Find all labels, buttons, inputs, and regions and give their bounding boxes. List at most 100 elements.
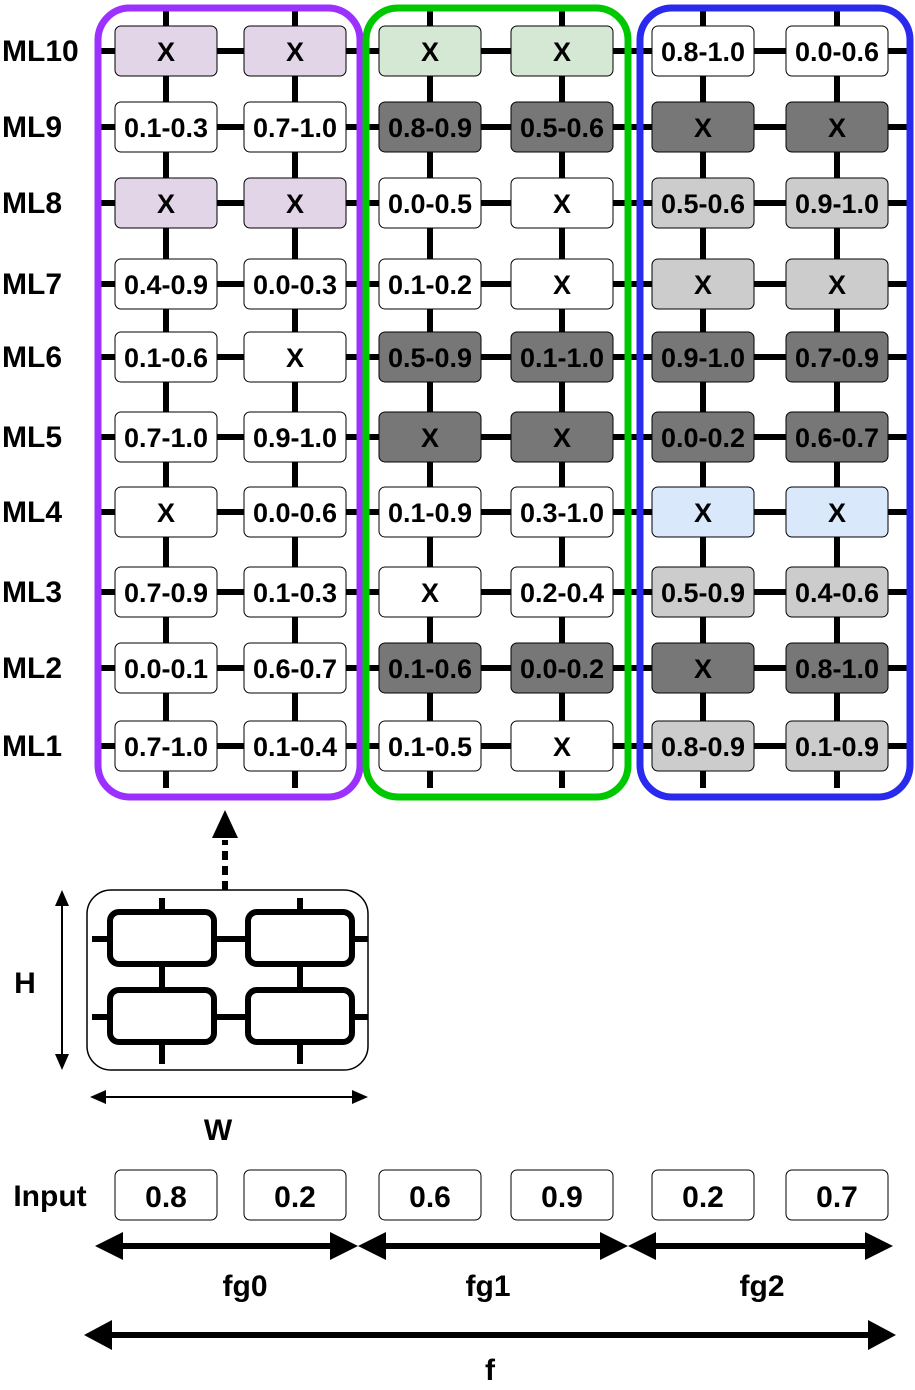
cell-ml1-1: 0.7-1.0 bbox=[114, 720, 218, 772]
input-value: 0.8 bbox=[145, 1181, 187, 1214]
cell-value: 0.5-0.6 bbox=[520, 113, 604, 143]
input-value: 0.2 bbox=[682, 1181, 724, 1214]
cell-ml1-5: 0.8-0.9 bbox=[651, 720, 755, 772]
row-label-ml1: ML1 bbox=[2, 730, 62, 763]
cell-value: 0.7-0.9 bbox=[124, 578, 208, 608]
input-value: 0.2 bbox=[274, 1181, 316, 1214]
cell-ml5-4: X bbox=[510, 411, 614, 463]
cell-ml5-3: X bbox=[378, 411, 482, 463]
height-label: H bbox=[14, 967, 36, 1000]
cell-value: 0.8-1.0 bbox=[661, 37, 745, 67]
input-cell-3: 0.6 bbox=[378, 1169, 482, 1221]
cell-ml5-1: 0.7-1.0 bbox=[114, 411, 218, 463]
cell-ml10-1: X bbox=[114, 25, 218, 77]
cell-ml10-6: 0.0-0.6 bbox=[785, 25, 889, 77]
cell-value: 0.0-0.2 bbox=[661, 423, 745, 453]
cell-ml8-2: X bbox=[243, 177, 347, 229]
cell-ml3-3: X bbox=[378, 566, 482, 618]
cell-value: X bbox=[286, 343, 304, 373]
cell-ml10-5: 0.8-1.0 bbox=[651, 25, 755, 77]
cell-ml3-2: 0.1-0.3 bbox=[243, 566, 347, 618]
cell-ml5-5: 0.0-0.2 bbox=[651, 411, 755, 463]
cell-value: X bbox=[553, 189, 571, 219]
cell-ml7-5: X bbox=[651, 258, 755, 310]
cell-value: 0.0-0.5 bbox=[388, 189, 472, 219]
cell-value: X bbox=[286, 189, 304, 219]
cell-value: 0.9-1.0 bbox=[795, 189, 879, 219]
cell-ml7-1: 0.4-0.9 bbox=[114, 258, 218, 310]
input-cells: 0.8 0.2 0.6 0.9 0.2 0.7 bbox=[114, 1169, 889, 1221]
cell-value: 0.7-0.9 bbox=[795, 343, 879, 373]
cell-ml2-4: 0.0-0.2 bbox=[510, 642, 614, 694]
cell-ml4-6: X bbox=[785, 486, 889, 538]
cell-value: X bbox=[828, 270, 846, 300]
cell-ml1-6: 0.1-0.9 bbox=[785, 720, 889, 772]
cell-value: 0.5-0.6 bbox=[661, 189, 745, 219]
cell-value: 0.5-0.9 bbox=[388, 343, 472, 373]
cell-value: 0.1-1.0 bbox=[520, 343, 604, 373]
cell-value: 0.1-0.5 bbox=[388, 732, 472, 762]
cell-ml10-2: X bbox=[243, 25, 347, 77]
cell-ml6-3: 0.5-0.9 bbox=[378, 331, 482, 383]
cell-value: X bbox=[694, 270, 712, 300]
cell-ml7-4: X bbox=[510, 258, 614, 310]
height-dimension: H bbox=[14, 890, 69, 1070]
cell-value: X bbox=[421, 423, 439, 453]
row-label-ml4: ML4 bbox=[2, 496, 62, 529]
cell-ml6-5: 0.9-1.0 bbox=[651, 331, 755, 383]
cell-ml2-2: 0.6-0.7 bbox=[243, 642, 347, 694]
row-label-ml6: ML6 bbox=[2, 341, 62, 374]
cell-ml2-6: 0.8-1.0 bbox=[785, 642, 889, 694]
cell-value: X bbox=[421, 578, 439, 608]
cell-ml4-1: X bbox=[114, 486, 218, 538]
cell-value: X bbox=[694, 113, 712, 143]
cell-value: X bbox=[553, 270, 571, 300]
cell-ml1-3: 0.1-0.5 bbox=[378, 720, 482, 772]
cell-ml4-2: 0.0-0.6 bbox=[243, 486, 347, 538]
cell-ml6-6: 0.7-0.9 bbox=[785, 331, 889, 383]
row-label-ml3: ML3 bbox=[2, 576, 62, 609]
full-feature-label: f bbox=[485, 1354, 496, 1387]
cell-ml5-6: 0.6-0.7 bbox=[785, 411, 889, 463]
cell-ml9-3: 0.8-0.9 bbox=[378, 101, 482, 153]
cell-value: 0.1-0.3 bbox=[124, 113, 208, 143]
cell-ml7-2: 0.0-0.3 bbox=[243, 258, 347, 310]
cell-ml2-1: 0.0-0.1 bbox=[114, 642, 218, 694]
cell-ml1-2: 0.1-0.4 bbox=[243, 720, 347, 772]
cell-value: 0.5-0.9 bbox=[661, 578, 745, 608]
group-arrow-fg0: fg0 bbox=[95, 1232, 358, 1303]
cell-value: X bbox=[694, 498, 712, 528]
cell-ml8-5: 0.5-0.6 bbox=[651, 177, 755, 229]
cell-ml7-6: X bbox=[785, 258, 889, 310]
input-cell-1: 0.8 bbox=[114, 1169, 218, 1221]
cell-value: X bbox=[828, 113, 846, 143]
input-cell-5: 0.2 bbox=[651, 1169, 755, 1221]
cell-ml8-1: X bbox=[114, 177, 218, 229]
cell-value: 0.1-0.6 bbox=[388, 654, 472, 684]
cell-value: X bbox=[828, 498, 846, 528]
cell-ml6-1: 0.1-0.6 bbox=[114, 331, 218, 383]
row-label-ml8: ML8 bbox=[2, 187, 62, 220]
cell-ml10-3: X bbox=[378, 25, 482, 77]
group-frame-fg0 bbox=[94, 4, 364, 801]
cell-ml9-2: 0.7-1.0 bbox=[243, 101, 347, 153]
input-value: 0.9 bbox=[541, 1181, 583, 1214]
row-label-ml10: ML10 bbox=[2, 35, 79, 68]
row-label-ml7: ML7 bbox=[2, 268, 62, 301]
input-cell-6: 0.7 bbox=[785, 1169, 889, 1221]
input-cell-2: 0.2 bbox=[243, 1169, 347, 1221]
group-frame-fg2 bbox=[636, 4, 914, 801]
cell-value: 0.6-0.7 bbox=[253, 654, 337, 684]
cell-value: 0.1-0.2 bbox=[388, 270, 472, 300]
cell-value: 0.9-1.0 bbox=[661, 343, 745, 373]
cell-value: 0.1-0.6 bbox=[124, 343, 208, 373]
cell-value: X bbox=[694, 654, 712, 684]
cell-value: 0.6-0.7 bbox=[795, 423, 879, 453]
cell-value: 0.1-0.9 bbox=[388, 498, 472, 528]
cell-ml3-5: 0.5-0.9 bbox=[651, 566, 755, 618]
cell-value: X bbox=[157, 37, 175, 67]
cell-ml4-5: X bbox=[651, 486, 755, 538]
expand-arrow bbox=[212, 810, 238, 890]
